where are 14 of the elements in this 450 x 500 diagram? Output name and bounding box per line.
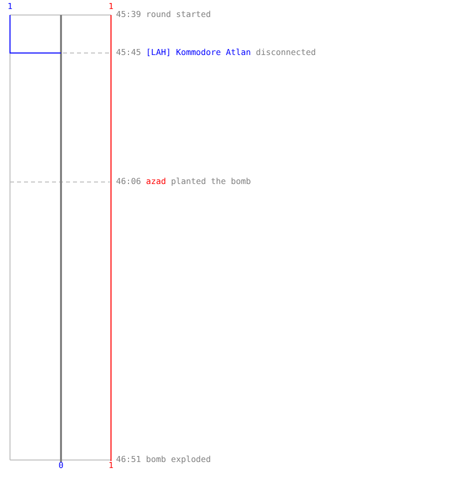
player-name: azad <box>146 177 166 186</box>
event-text: disconnected <box>256 48 316 57</box>
timestamp: 45:45 <box>116 48 141 57</box>
timestamp: 45:39 <box>116 10 141 19</box>
tick-label: 0 <box>58 461 64 470</box>
tick-label: 1 <box>108 461 114 470</box>
event-text: planted the bomb <box>170 177 251 186</box>
event-text: round started <box>146 10 211 19</box>
event-text: bomb exploded <box>146 455 211 464</box>
timestamp: 46:51 <box>116 455 141 464</box>
player-name: [LAH] Kommodore Atlan <box>146 48 251 57</box>
timestamp: 46:06 <box>116 177 141 186</box>
tick-label: 1 <box>108 2 114 11</box>
tick-label: 1 <box>8 2 12 11</box>
